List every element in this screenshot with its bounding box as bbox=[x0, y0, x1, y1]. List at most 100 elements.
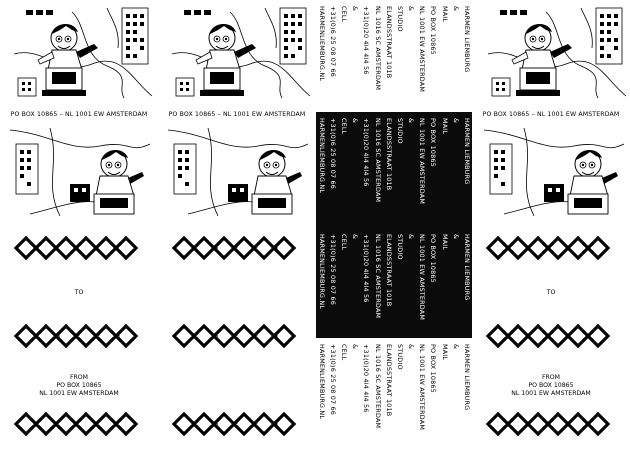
hello-letter: H bbox=[191, 245, 198, 251]
from-line1: PO BOX 10865 bbox=[528, 381, 574, 389]
from-line2: NL 1001 EW AMSTERDAM bbox=[39, 389, 119, 397]
illustration-row2-right bbox=[483, 127, 625, 217]
dark-card-panel bbox=[316, 112, 472, 338]
illustration-top-mid bbox=[171, 7, 311, 99]
card-amp-2: & bbox=[407, 6, 416, 12]
card-name: HARMEN LIEMBURG bbox=[463, 118, 471, 185]
card-name: HARMEN LIEMBURG bbox=[463, 6, 471, 73]
card-studio-phone: +31(0)20 4l4 4l4 56 bbox=[362, 6, 371, 75]
hello-letter: L bbox=[251, 246, 258, 250]
card-cell-label: CELL bbox=[340, 118, 349, 135]
po-box-line-left: PO BOX 10865 – NL 1001 EW AMSTERDAM bbox=[10, 111, 148, 118]
card-cell-phone: +31(0)6 25 08 07 66 bbox=[328, 234, 337, 306]
card-amp-3: & bbox=[351, 344, 360, 350]
hello-letter: L bbox=[93, 334, 100, 338]
card-website[interactable]: HARMENLIEMBURG.NL bbox=[317, 118, 326, 194]
hello-letter: L bbox=[231, 334, 238, 338]
from-line2: NL 1001 EW AMSTERDAM bbox=[511, 389, 591, 397]
card-studio-city: NL 1016 SC AMSTERDAM bbox=[373, 344, 382, 429]
card-name: HARMEN LIEMBURG bbox=[463, 344, 471, 411]
card-amp-2: & bbox=[407, 118, 416, 124]
card-cell-phone: +31(0)6 25 08 07 66 bbox=[328, 344, 337, 416]
card-cell-phone: +31(0)6 25 08 07 66 bbox=[328, 118, 337, 190]
card-studio-label: STUDIO bbox=[395, 6, 404, 32]
card-mail-label: MAIL bbox=[440, 344, 449, 361]
diamond-band-right-2 bbox=[486, 324, 610, 348]
card-studio-street: ELANDSSTRAAT 101B bbox=[384, 344, 393, 417]
po-box-line-mid: PO BOX 10865 – NL 1001 EW AMSTERDAM bbox=[168, 111, 306, 118]
from-block-right: FROM PO BOX 10865 NL 1001 EW AMSTERDAM bbox=[472, 374, 630, 397]
card-website[interactable]: HARMENLIEMBURG.NL bbox=[317, 6, 326, 82]
card-mail-box: PO BOX 10865 bbox=[429, 344, 438, 393]
card-studio-phone: +31(0)20 4l4 4l4 56 bbox=[362, 118, 371, 187]
from-label: FROM bbox=[69, 374, 89, 381]
hello-letter: L bbox=[73, 334, 80, 338]
illustration-top-left bbox=[13, 7, 153, 99]
card-website[interactable]: HARMENLIEMBURG.NL bbox=[317, 344, 326, 420]
card-cell-label: CELL bbox=[340, 234, 349, 251]
from-block-left: FROM PO BOX 10865 NL 1001 EW AMSTERDAM bbox=[0, 374, 158, 397]
illustration-row2-mid bbox=[167, 127, 309, 217]
card-studio-city: NL 1016 SC AMSTERDAM bbox=[373, 6, 382, 91]
hello-letter: H bbox=[191, 421, 198, 427]
hello-letter: L bbox=[231, 422, 238, 426]
card-mail-label: MAIL bbox=[440, 118, 449, 135]
card-mail-city: NL 1001 EW AMSTERDAM bbox=[418, 6, 427, 93]
card-studio-phone: +31(0)20 4l4 4l4 56 bbox=[362, 234, 371, 303]
card-cell-phone: +31(0)6 25 08 07 66 bbox=[328, 6, 337, 78]
card-cell-label: CELL bbox=[340, 6, 349, 23]
from-line1: PO BOX 10865 bbox=[56, 381, 102, 389]
card-mail-city: NL 1001 EW AMSTERDAM bbox=[418, 234, 427, 321]
hello-letter: L bbox=[251, 422, 258, 426]
card-studio-street: ELANDSSTRAAT 101B bbox=[384, 6, 393, 79]
card-studio-city: NL 1016 SC AMSTERDAM bbox=[373, 118, 382, 203]
card-studio-street: ELANDSSTRAAT 101B bbox=[384, 234, 393, 307]
card-website[interactable]: HARMENLIEMBURG.NL bbox=[317, 234, 326, 310]
to-label-right: TO bbox=[546, 289, 556, 296]
illustration-row2-left bbox=[9, 127, 151, 217]
card-amp-3: & bbox=[351, 118, 360, 124]
diamond-band-right-3 bbox=[486, 412, 610, 436]
card-amp-2: & bbox=[407, 234, 416, 240]
hello-letter: H bbox=[191, 333, 198, 339]
po-box-line-right: PO BOX 10865 – NL 1001 EW AMSTERDAM bbox=[482, 111, 620, 118]
hello-letter: H bbox=[33, 333, 40, 339]
diamond-band-left-3 bbox=[14, 412, 138, 436]
card-studio-label: STUDIO bbox=[395, 118, 404, 144]
diamond-band-right-1 bbox=[486, 236, 610, 260]
card-amp: & bbox=[451, 234, 460, 240]
card-mail-box: PO BOX 10865 bbox=[429, 6, 438, 55]
card-name: HARMEN LIEMBURG bbox=[463, 234, 471, 301]
card-mail-box: PO BOX 10865 bbox=[429, 234, 438, 283]
hello-letter: O bbox=[271, 245, 278, 251]
hello-letter: E bbox=[211, 333, 218, 339]
from-label: FROM bbox=[541, 374, 561, 381]
illustration-top-right bbox=[487, 7, 627, 99]
card-amp: & bbox=[451, 6, 460, 12]
card-studio-city: NL 1016 SC AMSTERDAM bbox=[373, 234, 382, 319]
card-amp-2: & bbox=[407, 344, 416, 350]
hello-letter: L bbox=[251, 334, 258, 338]
card-amp: & bbox=[451, 344, 460, 350]
hello-letter: O bbox=[113, 333, 120, 339]
card-mail-label: MAIL bbox=[440, 234, 449, 251]
card-mail-city: NL 1001 EW AMSTERDAM bbox=[418, 344, 427, 431]
card-cell-label: CELL bbox=[340, 344, 349, 361]
card-studio-label: STUDIO bbox=[395, 234, 404, 260]
card-amp: & bbox=[451, 118, 460, 124]
hello-letter: E bbox=[53, 333, 60, 339]
card-mail-city: NL 1001 EW AMSTERDAM bbox=[418, 118, 427, 205]
hello-letter: O bbox=[271, 421, 278, 427]
hello-letter: O bbox=[271, 333, 278, 339]
card-studio-label: STUDIO bbox=[395, 344, 404, 370]
card-studio-street: ELANDSSTRAAT 101B bbox=[384, 118, 393, 191]
card-amp-3: & bbox=[351, 6, 360, 12]
card-mail-label: MAIL bbox=[440, 6, 449, 23]
to-label-left: TO bbox=[74, 289, 84, 296]
diamond-band-left-1 bbox=[14, 236, 138, 260]
card-amp-3: & bbox=[351, 234, 360, 240]
